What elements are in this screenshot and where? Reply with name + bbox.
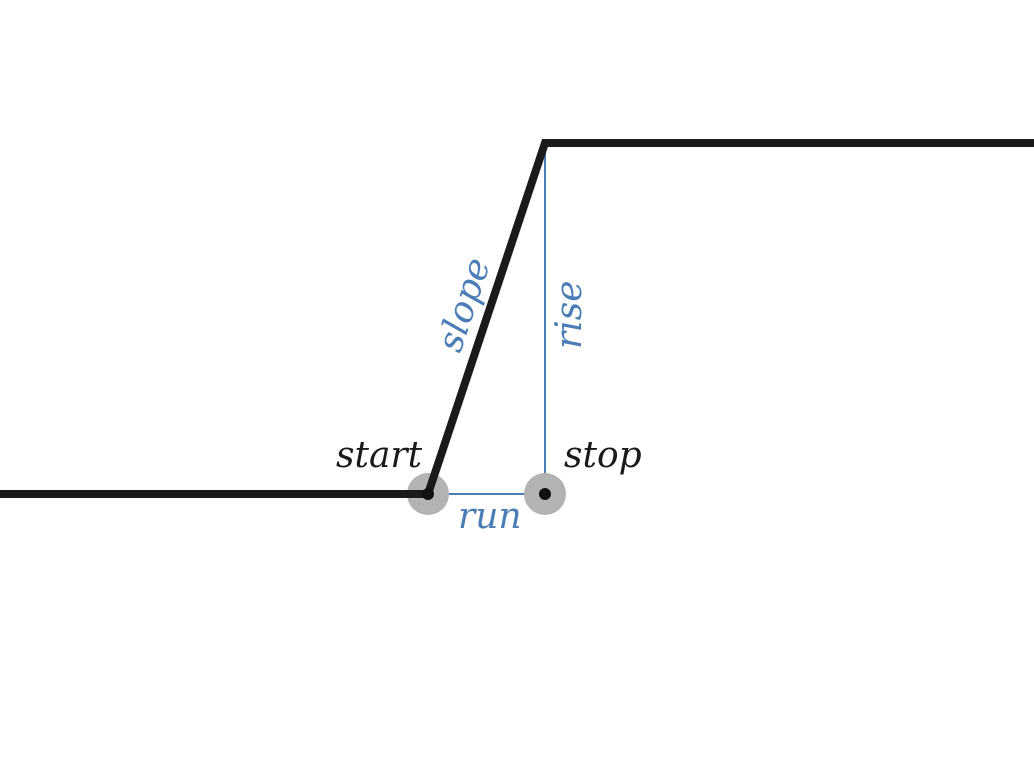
run-label: run bbox=[458, 496, 522, 537]
ramp-profile-line bbox=[0, 139, 1034, 498]
start-marker[interactable] bbox=[422, 488, 434, 500]
stop-label: stop bbox=[564, 435, 642, 476]
start-label: start bbox=[336, 435, 423, 476]
rise-label: rise bbox=[549, 280, 590, 349]
stop-marker[interactable] bbox=[539, 488, 551, 500]
